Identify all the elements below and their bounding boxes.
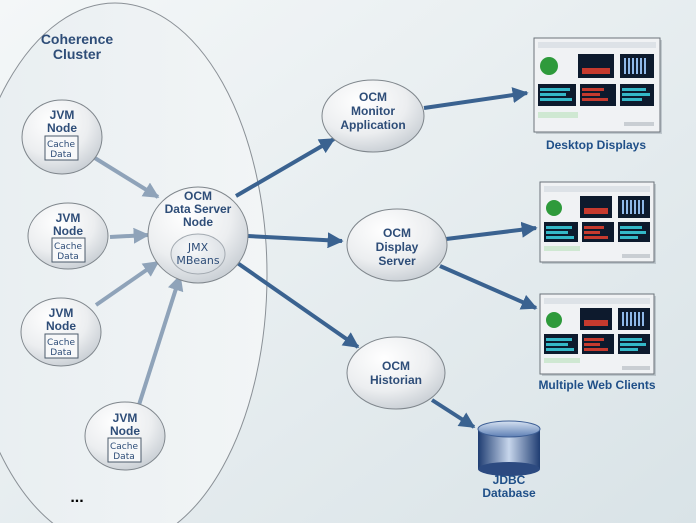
arrow-display-to-web1 xyxy=(445,221,538,241)
jvm-node-label: Node xyxy=(47,121,77,135)
jvm-node-label: JVM xyxy=(50,108,75,122)
cache-label: Data xyxy=(50,348,72,358)
jdbc-database-icon xyxy=(477,420,541,476)
cache-label: Data xyxy=(50,150,72,160)
cache-data-box xyxy=(44,333,79,359)
web-client-screen-2 xyxy=(539,293,656,376)
ocm-data-server-node: OCM Data Server Node JMX MBeans xyxy=(147,186,249,284)
cluster-title-line2: Cluster xyxy=(53,46,102,62)
cache-label: Cache xyxy=(47,338,75,348)
arrow-dataserver-to-historian xyxy=(234,260,360,349)
jdbc-caption-line2: Database xyxy=(482,486,536,500)
pie-thumbnail xyxy=(540,57,558,75)
jvm-node-label: JVM xyxy=(56,211,81,225)
cache-label: Cache xyxy=(47,140,75,150)
arrow-jvm3-to-dataserver xyxy=(94,260,160,307)
monitor-label: OCM xyxy=(359,90,387,104)
ocm-arrows xyxy=(234,87,538,429)
data-server-label: Node xyxy=(183,215,213,229)
cluster-title-line1: Coherence xyxy=(41,31,114,47)
cache-label: Data xyxy=(113,452,135,462)
jvm-node-label: Node xyxy=(110,424,140,438)
display-server-label: Display xyxy=(376,240,419,254)
web-client-screen-1 xyxy=(539,181,656,264)
cache-label: Cache xyxy=(110,442,138,452)
historian-label: OCM xyxy=(382,359,410,373)
web-clients-caption: Multiple Web Clients xyxy=(538,378,655,392)
historian-label: Historian xyxy=(370,373,422,387)
data-server-label: OCM xyxy=(184,189,212,203)
desktop-display-screen xyxy=(533,37,662,134)
display-server-label: Server xyxy=(378,254,416,268)
arrow-jvm1-to-dataserver xyxy=(88,153,160,199)
desktop-displays-caption: Desktop Displays xyxy=(546,138,646,152)
pie-thumbnail xyxy=(546,200,562,216)
arrow-dataserver-to-monitor xyxy=(234,137,336,198)
cache-label: Cache xyxy=(54,242,82,252)
cluster-ellipsis: ... xyxy=(70,489,83,506)
monitor-label: Monitor xyxy=(351,104,395,118)
jdbc-caption-line1: JDBC xyxy=(493,473,526,487)
jvm-node-label: Node xyxy=(46,319,76,333)
cache-data-box xyxy=(107,437,142,463)
jvm-node-label: JVM xyxy=(49,306,74,320)
jvm-node-label: JVM xyxy=(113,411,138,425)
jvm-node-3: JVM Node Cache Data xyxy=(20,297,102,367)
jvm-node-label: Node xyxy=(53,224,83,238)
arrow-jvm4-to-dataserver xyxy=(136,274,184,409)
jvm-node-1: JVM Node Cache Data xyxy=(21,99,103,175)
monitor-label: Application xyxy=(340,118,405,132)
display-server-label: OCM xyxy=(383,226,411,240)
ocm-display-server-node: OCM Display Server xyxy=(346,208,448,282)
ocm-historian-node: OCM Historian xyxy=(346,336,446,410)
jmx-mbeans-bubble xyxy=(170,233,226,275)
cache-label: Data xyxy=(57,252,79,262)
arrow-monitor-to-desktop xyxy=(423,87,529,110)
jmx-label: JMX xyxy=(187,241,209,254)
cache-data-box xyxy=(44,135,79,161)
jvm-node-4: JVM Node Cache Data xyxy=(84,401,166,471)
arrow-jvm2-to-dataserver xyxy=(109,227,150,244)
ocm-monitor-application-node: OCM Monitor Application xyxy=(321,79,425,153)
arrow-display-to-web2 xyxy=(439,264,538,310)
arrow-dataserver-to-display xyxy=(247,232,344,249)
jvm-node-2: JVM Node Cache Data xyxy=(27,202,109,270)
data-server-label: Data Server xyxy=(165,202,232,216)
jmx-label: MBeans xyxy=(176,254,220,267)
pie-thumbnail xyxy=(546,312,562,328)
jvm-arrows xyxy=(88,153,184,409)
cache-data-box xyxy=(51,237,86,263)
arrow-historian-to-jdbc xyxy=(430,398,476,429)
